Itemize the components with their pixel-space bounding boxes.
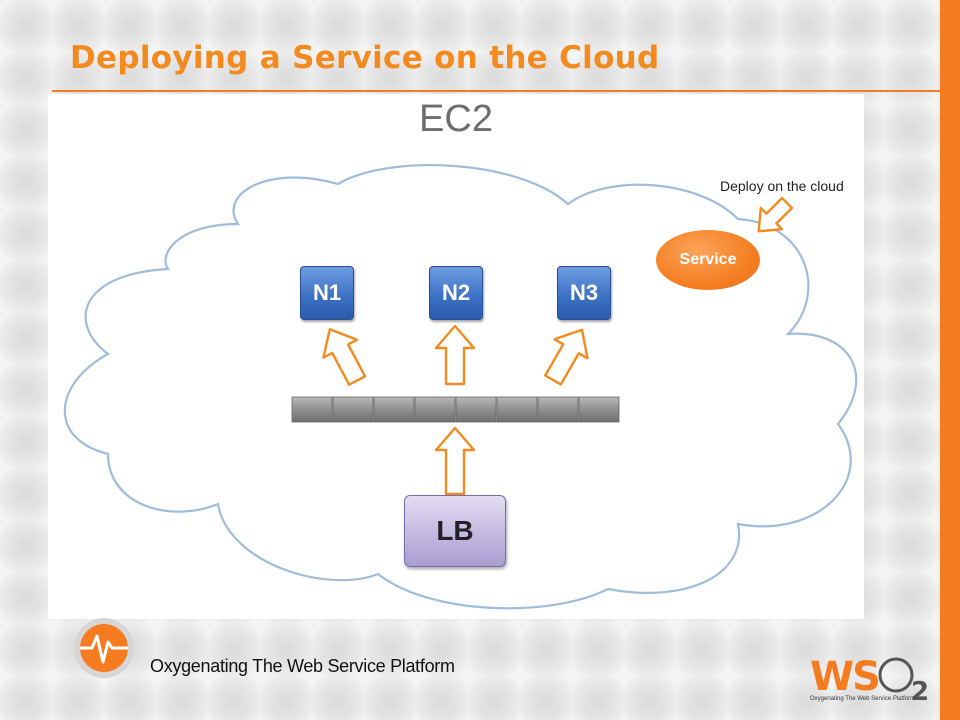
pulse-logo-icon — [74, 618, 134, 678]
queue-segment — [291, 396, 333, 423]
cloud-outline — [63, 164, 858, 610]
diagram-panel: EC2 Deploy on the cloud N1 N2 N3 Service… — [48, 94, 864, 619]
queue-segment — [578, 396, 620, 423]
queue-segment — [496, 396, 538, 423]
svg-text:WS: WS — [810, 654, 879, 700]
wso2-logo-icon: WS 2 — [810, 654, 929, 707]
queue-segment — [332, 396, 374, 423]
cloud-label: EC2 — [419, 98, 493, 140]
node-n3: N3 — [557, 266, 611, 320]
arrow-queue-to-n3 — [544, 328, 589, 386]
queue-segment — [373, 396, 415, 423]
queue-segment — [455, 396, 497, 423]
wso2-logo: WS 2 Oxygenating The Web Service Platfor… — [810, 650, 930, 710]
arrow-queue-to-n1 — [322, 328, 367, 386]
node-n2: N2 — [429, 266, 483, 320]
service-node: Service — [656, 230, 760, 290]
arrow-queue-to-n2 — [434, 324, 476, 386]
load-balancer: LB — [404, 495, 506, 567]
arrow-lb-to-queue — [434, 426, 476, 496]
wso2-logo-tagline: Oxygenating The Web Service Platform — [810, 696, 916, 702]
svg-text:2: 2 — [911, 677, 929, 707]
queue-segment — [537, 396, 579, 423]
title-divider — [52, 90, 940, 92]
slide-title: Deploying a Service on the Cloud — [70, 40, 660, 76]
diagram-svg — [63, 164, 858, 610]
deploy-label: Deploy on the cloud — [720, 178, 844, 194]
queue-segment — [414, 396, 456, 423]
arrow-deploy — [757, 196, 794, 233]
queue-bar — [291, 396, 620, 423]
node-n1: N1 — [300, 266, 354, 320]
footer-tagline: Oxygenating The Web Service Platform — [150, 656, 455, 676]
right-accent-bar — [940, 0, 960, 720]
